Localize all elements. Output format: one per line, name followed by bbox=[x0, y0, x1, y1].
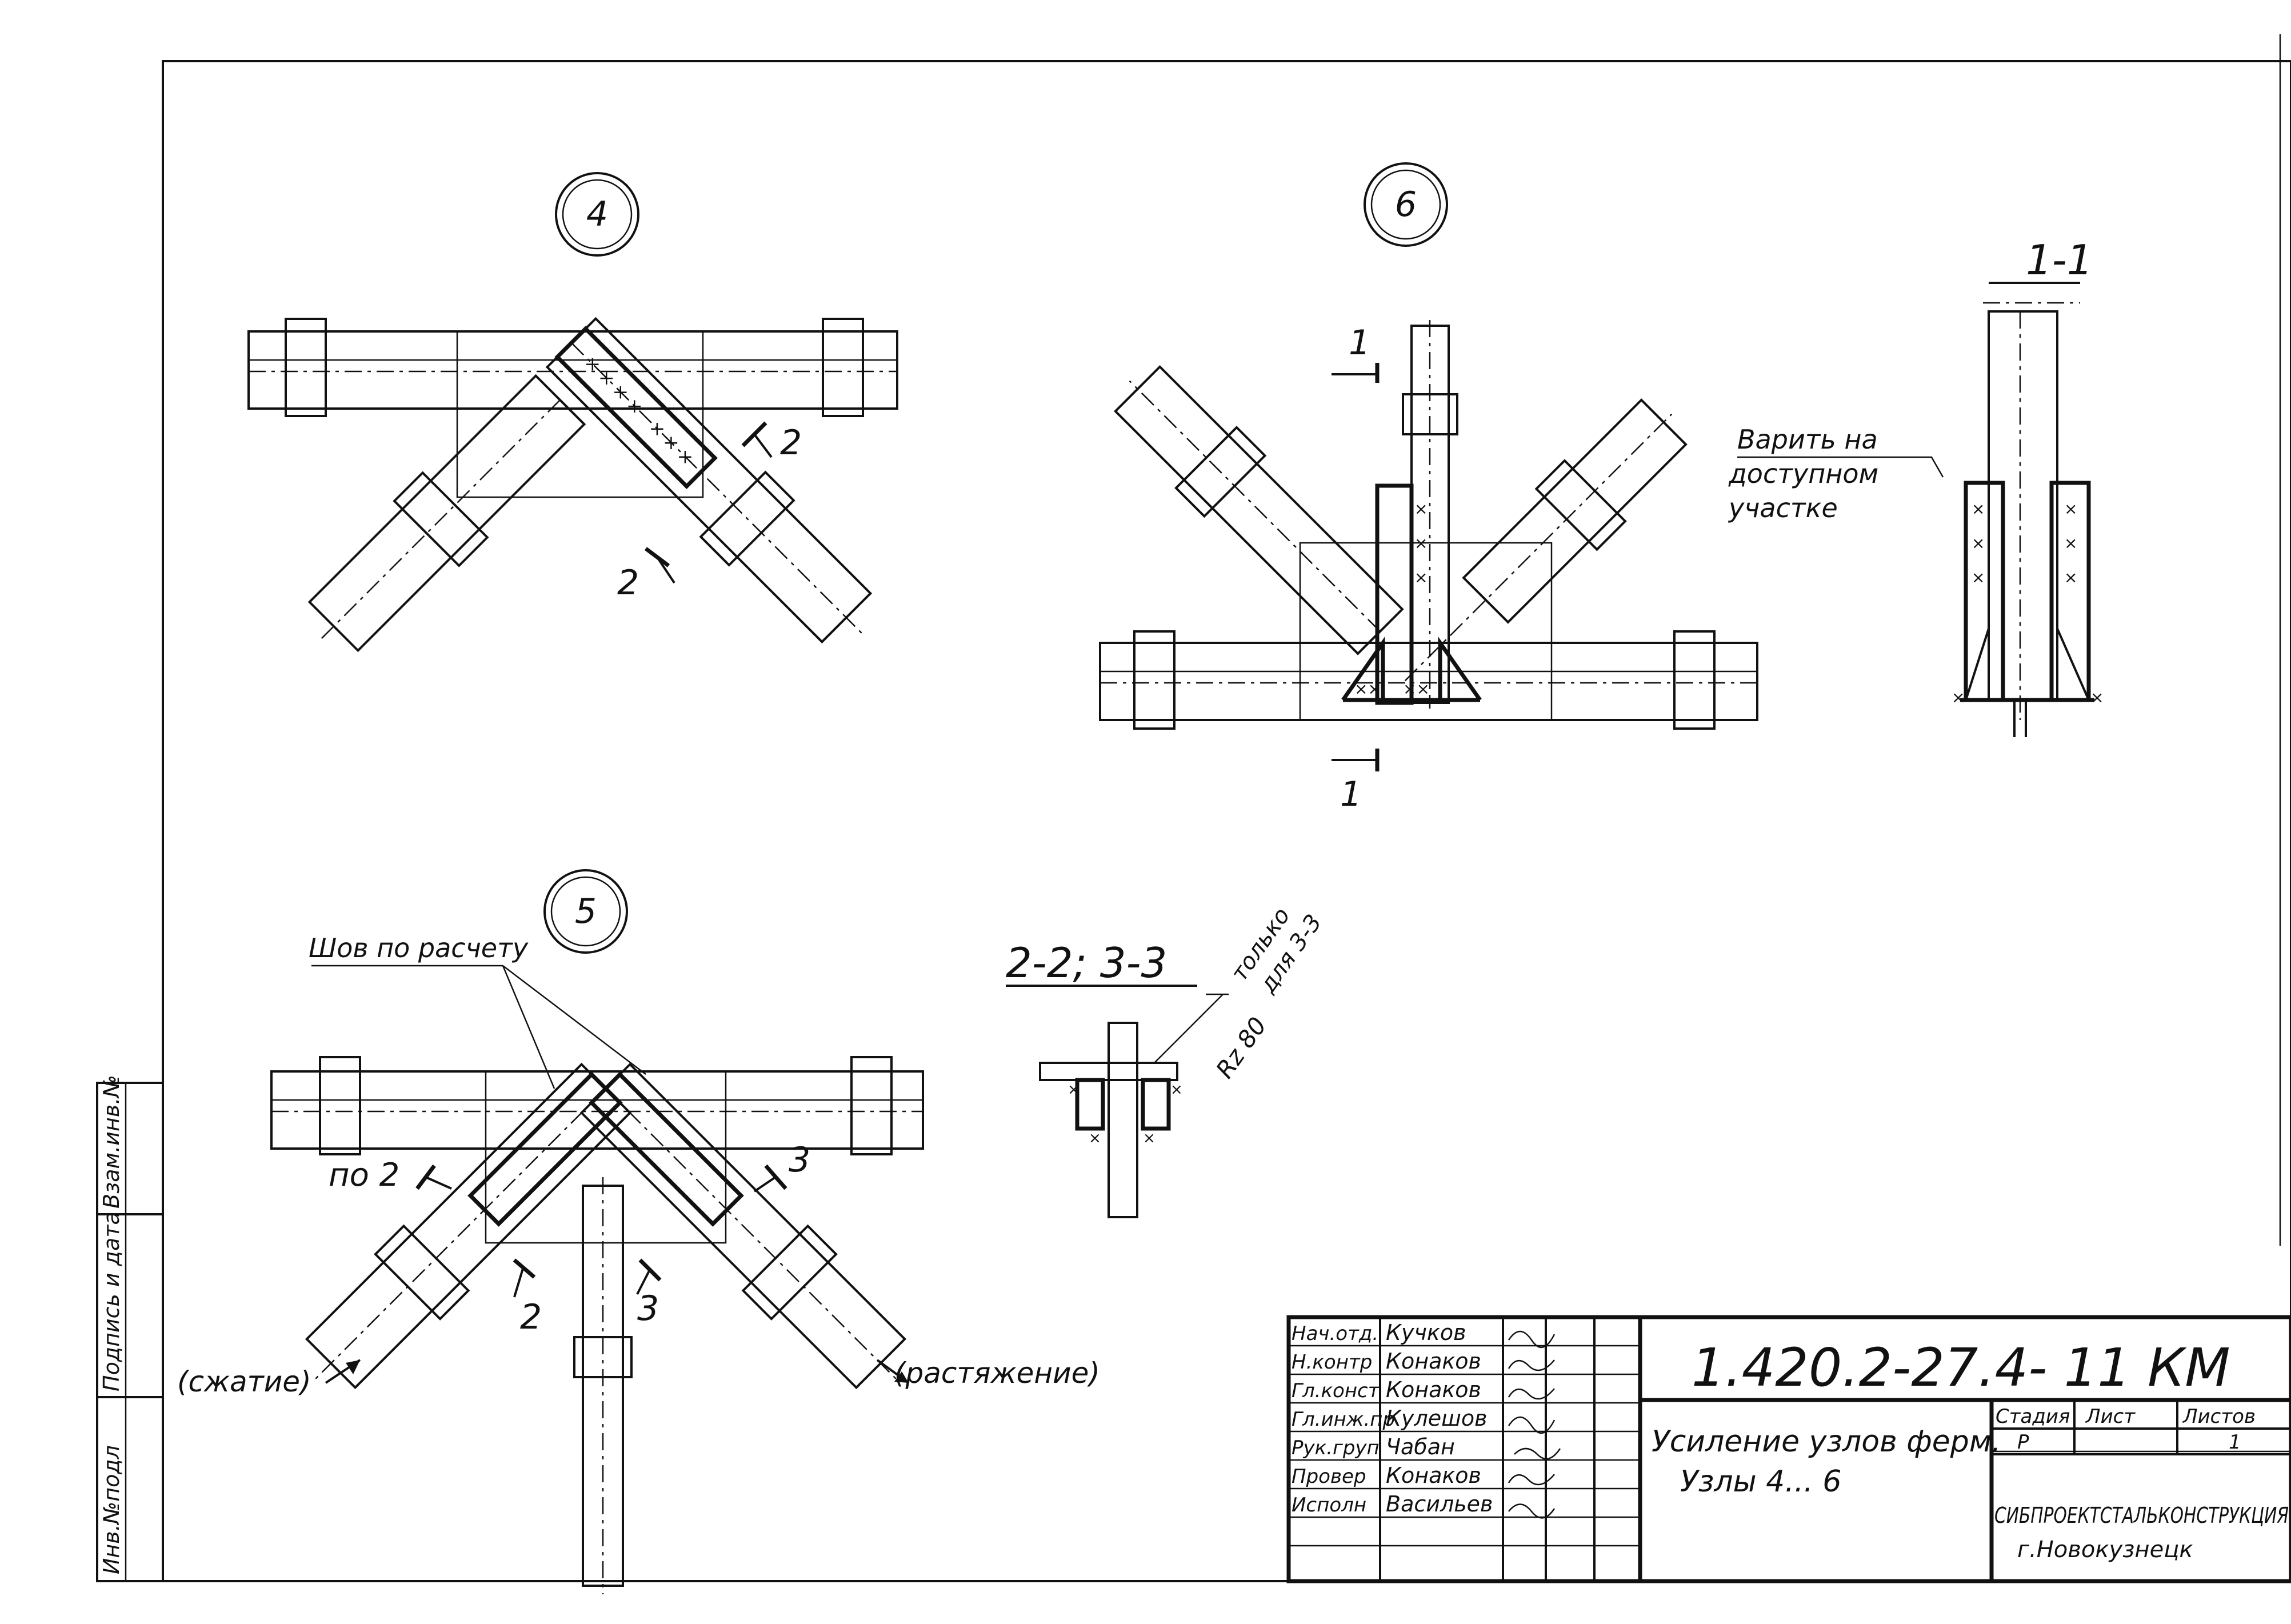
cut-1-marker-top: 1 bbox=[1332, 323, 1380, 383]
document-title-line2: Узлы 4... 6 bbox=[1680, 1465, 1841, 1499]
compression-label: (сжатие) bbox=[177, 1365, 311, 1398]
weld-calc-note: Шов по расчету bbox=[309, 933, 529, 963]
document-code: 1.420.2-27.4- 11 КМ bbox=[1692, 1337, 2230, 1398]
svg-text:×: × bbox=[1972, 568, 1985, 587]
cut-3-marker-a: 3 bbox=[753, 1140, 810, 1193]
cut-2-label-c: по 2 bbox=[329, 1157, 399, 1194]
roughness-note: Rz 80 bbox=[1210, 1012, 1272, 1083]
role-label: Гл.конст bbox=[1292, 1379, 1380, 1402]
side-stamp-inv-no: Инв.№подл bbox=[99, 1445, 124, 1574]
svg-text:×: × bbox=[2064, 568, 2077, 587]
side-stamp-vzam-inv: Взам.инв.№ bbox=[99, 1075, 124, 1209]
cut-2-label-b: 2 bbox=[617, 563, 639, 603]
cut-1-marker-bottom: 1 bbox=[1332, 749, 1380, 814]
cut-2-label-d: 2 bbox=[520, 1297, 542, 1337]
role-label: Провер bbox=[1292, 1465, 1366, 1488]
cut-3-marker-b: 3 bbox=[636, 1258, 662, 1329]
node-5-drawing: 5 Шов по расчету bbox=[177, 869, 1100, 1594]
svg-text:×: × bbox=[1414, 534, 1428, 553]
tension-label: (растяжение) bbox=[894, 1357, 1100, 1390]
svg-text:× × ×: × × × bbox=[645, 417, 698, 469]
section-2-2-3-3-drawing: 2-2; 3-3 × × × × только для 3-3 Rz 80 bbox=[1006, 903, 1327, 1218]
organization-city: г.Новокузнецк bbox=[2017, 1537, 2193, 1563]
role-name: Конаков bbox=[1386, 1377, 1481, 1402]
svg-text:××: ×× bbox=[1403, 679, 1430, 698]
role-label: Гл.инж.пр bbox=[1292, 1408, 1395, 1431]
signatures-table: Нач.отд. Кучков Н.контр Конаков Гл.конст… bbox=[1292, 1320, 1493, 1517]
svg-text:×: × bbox=[1972, 534, 1985, 553]
section-1-1-drawing: 1-1 × × × × × × × × Варить на доступном … bbox=[1728, 236, 2104, 737]
role-label: Нач.отд. bbox=[1292, 1322, 1378, 1345]
svg-text:×: × bbox=[2064, 499, 2077, 518]
role-label: Исполн bbox=[1292, 1494, 1366, 1517]
section-1-1-title: 1-1 bbox=[2026, 236, 2093, 284]
role-label: Н.контр bbox=[1292, 1351, 1372, 1374]
cut-2-label-a: 2 bbox=[780, 423, 802, 463]
side-stamp: Взам.инв.№ Подпись и дата Инв.№подл bbox=[96, 1075, 164, 1582]
svg-text:×: × bbox=[1170, 1081, 1183, 1098]
stage-column-header: Стадия bbox=[1996, 1405, 2070, 1428]
role-name: Кулешов bbox=[1386, 1406, 1488, 1431]
svg-text:×: × bbox=[1414, 499, 1428, 518]
role-name: Конаков bbox=[1386, 1349, 1481, 1374]
node-6-number: 6 bbox=[1395, 185, 1417, 225]
weld-accessible-note-line1: Варить на bbox=[1737, 424, 1878, 455]
weld-accessible-note-line2: доступном bbox=[1728, 458, 1878, 489]
svg-text:×: × bbox=[1972, 499, 1985, 518]
side-stamp-sign-date: Подпись и дата bbox=[99, 1211, 124, 1391]
drawing-frame bbox=[162, 34, 2291, 1582]
cut-1-label-bottom: 1 bbox=[1340, 774, 1362, 814]
svg-text:×: × bbox=[2090, 688, 2104, 707]
cut-2-marker-d: 2 bbox=[513, 1258, 542, 1337]
sheets-value: 1 bbox=[2229, 1431, 2241, 1454]
organization-name: СИБПРОЕКТСТАЛЬКОНСТРУКЦИЯ bbox=[1994, 1503, 2289, 1528]
svg-text:×: × bbox=[1143, 1130, 1156, 1147]
svg-text:×: × bbox=[1414, 568, 1428, 587]
signature-marks bbox=[1508, 1330, 1561, 1519]
svg-text:×: × bbox=[1089, 1130, 1101, 1147]
cut-3-label-b: 3 bbox=[637, 1289, 659, 1329]
section-2-2-3-3-title: 2-2; 3-3 bbox=[1006, 939, 1167, 987]
node-4-number: 4 bbox=[586, 194, 608, 234]
svg-text:×: × bbox=[1952, 688, 1965, 707]
sheet-column-header: Лист bbox=[2085, 1405, 2136, 1428]
weld-accessible-note-line3: участке bbox=[1728, 493, 1838, 523]
role-name: Васильев bbox=[1386, 1491, 1493, 1517]
stage-value: Р bbox=[2017, 1431, 2029, 1454]
role-label: Рук.груп bbox=[1292, 1437, 1380, 1459]
role-name: Конаков bbox=[1386, 1463, 1481, 1488]
cut-1-label-top: 1 bbox=[1349, 323, 1370, 363]
cut-2-marker-c: по 2 bbox=[329, 1157, 452, 1194]
cut-3-label-a: 3 bbox=[789, 1140, 810, 1180]
node-5-number: 5 bbox=[575, 891, 597, 931]
node-6-drawing: 6 × × × ×× ×× bbox=[1099, 162, 1758, 814]
role-name: Чабан bbox=[1386, 1434, 1455, 1459]
sheets-column-header: Листов bbox=[2182, 1405, 2256, 1428]
role-name: Кучков bbox=[1386, 1320, 1466, 1345]
cut-2-marker-b: 2 bbox=[617, 547, 675, 603]
node-4-drawing: 4 × × × × × × × 2 bbox=[247, 172, 898, 653]
svg-text:××: ×× bbox=[1354, 679, 1381, 698]
title-block: 1.420.2-27.4- 11 КМ Усиление узлов ферм.… bbox=[1286, 1315, 2291, 1583]
document-title-line1: Усиление узлов ферм. bbox=[1652, 1425, 2001, 1459]
cut-2-marker-a: 2 bbox=[741, 421, 802, 463]
svg-text:×: × bbox=[2064, 534, 2077, 553]
svg-text:×: × bbox=[1067, 1081, 1080, 1098]
